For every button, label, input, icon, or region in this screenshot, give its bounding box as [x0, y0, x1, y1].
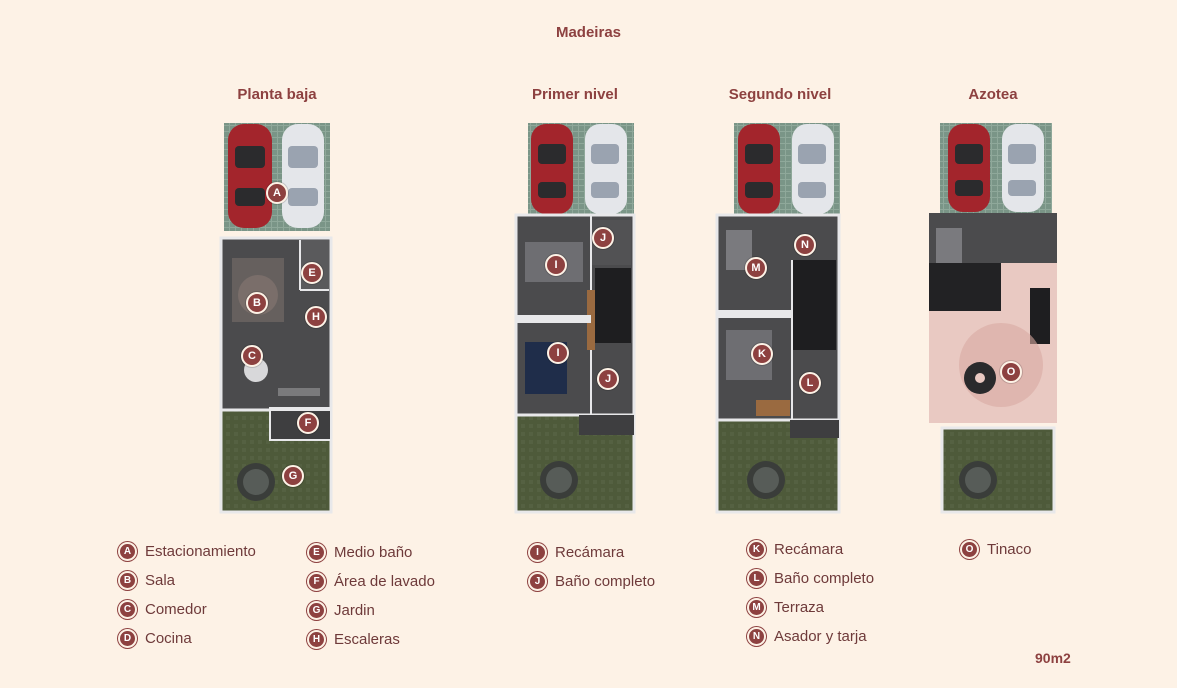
red-car-icon	[228, 124, 272, 228]
legend-item: I Recámara	[530, 538, 655, 567]
legend-item: C Comedor	[120, 595, 256, 624]
column-title-segundo-nivel: Segundo nivel	[728, 86, 832, 103]
tree-icon	[747, 461, 785, 499]
legend-badge: J	[530, 574, 545, 589]
legend-planta-baja-a: A Estacionamiento B Sala C Comedor D Cocina	[120, 537, 256, 653]
legend-badge: K	[749, 542, 764, 557]
legend-label: Sala	[145, 572, 176, 589]
legend-label: Jardin	[334, 602, 375, 619]
legend-item: L Baño completo	[749, 564, 874, 593]
tree-icon	[540, 461, 578, 499]
plan-marker-j-upper: J	[592, 227, 614, 249]
legend-planta-baja-b: E Medio baño F Área de lavado G Jardin H Esc…	[309, 538, 435, 654]
column-title-planta-baja: Planta baja	[237, 86, 317, 103]
plan-marker-i-lower: I	[547, 342, 569, 364]
legend-segundo-nivel: K Recámara L Baño completo M Terraza N Asado…	[749, 535, 874, 651]
page-title: Madeiras	[555, 24, 622, 41]
plan-marker-j-lower: J	[597, 368, 619, 390]
plan-marker-k: K	[751, 343, 773, 365]
legend-label: Escaleras	[334, 631, 400, 648]
area-label: 90m2	[1035, 650, 1071, 666]
plan-marker-h: H	[305, 306, 327, 328]
legend-item: B Sala	[120, 566, 256, 595]
legend-label: Comedor	[145, 601, 207, 618]
column-title-azotea: Azotea	[968, 86, 1018, 103]
legend-primer-nivel: I Recámara J Baño completo	[530, 538, 655, 596]
legend-badge: H	[309, 632, 324, 647]
legend-badge: F	[309, 574, 324, 589]
legend-label: Asador y tarja	[774, 628, 867, 645]
legend-badge: E	[309, 545, 324, 560]
plan-marker-n: N	[794, 234, 816, 256]
plan-marker-m: M	[745, 257, 767, 279]
legend-item: A Estacionamiento	[120, 537, 256, 566]
legend-item: D Cocina	[120, 624, 256, 653]
plan-marker-o: O	[1000, 361, 1022, 383]
plan-marker-c: C	[241, 345, 263, 367]
legend-label: Recámara	[555, 544, 625, 561]
plan-marker-l: L	[799, 372, 821, 394]
legend-item: N Asador y tarja	[749, 622, 874, 651]
plan-marker-e: E	[301, 262, 323, 284]
white-car-icon	[1002, 124, 1044, 212]
legend-azotea: O Tinaco	[962, 535, 1031, 564]
legend-label: Estacionamiento	[145, 543, 256, 560]
legend-item: H Escaleras	[309, 625, 435, 654]
legend-label: Baño completo	[774, 570, 875, 587]
legend-badge: M	[749, 600, 764, 615]
white-car-icon	[585, 124, 627, 214]
legend-item: F Área de lavado	[309, 567, 435, 596]
red-car-icon	[531, 124, 573, 214]
red-car-icon	[948, 124, 990, 212]
floor-plan-azotea	[926, 120, 1060, 515]
legend-label: Medio baño	[334, 544, 413, 561]
water-tank-icon	[964, 362, 996, 394]
legend-badge: G	[309, 603, 324, 618]
legend-badge: B	[120, 573, 135, 588]
red-car-icon	[738, 124, 780, 214]
legend-badge: D	[120, 631, 135, 646]
legend-label: Área de lavado	[334, 573, 435, 590]
legend-item: O Tinaco	[962, 535, 1031, 564]
legend-label: Recámara	[774, 541, 844, 558]
tree-icon	[959, 461, 997, 499]
legend-badge: C	[120, 602, 135, 617]
legend-label: Baño completo	[555, 573, 656, 590]
legend-item: K Recámara	[749, 535, 874, 564]
plan-marker-b: B	[246, 292, 268, 314]
legend-badge: O	[962, 542, 977, 557]
legend-label: Terraza	[774, 599, 825, 616]
plan-marker-f: F	[297, 412, 319, 434]
plan-marker-g: G	[282, 465, 304, 487]
legend-badge: L	[749, 571, 764, 586]
legend-badge: N	[749, 629, 764, 644]
legend-label: Cocina	[145, 630, 192, 647]
plan-marker-a: A	[266, 182, 288, 204]
column-title-primer-nivel: Primer nivel	[532, 86, 618, 103]
legend-item: G Jardin	[309, 596, 435, 625]
white-car-icon	[792, 124, 834, 214]
plan-marker-i-upper: I	[545, 254, 567, 276]
legend-badge: I	[530, 545, 545, 560]
legend-item: J Baño completo	[530, 567, 655, 596]
tree-icon	[237, 463, 275, 501]
white-car-icon	[282, 124, 324, 228]
legend-badge: A	[120, 544, 135, 559]
floor-plan-primer-nivel	[513, 120, 638, 515]
floor-plan-segundo-nivel	[714, 120, 844, 515]
legend-label: Tinaco	[987, 541, 1032, 558]
legend-item: M Terraza	[749, 593, 874, 622]
legend-item: E Medio baño	[309, 538, 435, 567]
